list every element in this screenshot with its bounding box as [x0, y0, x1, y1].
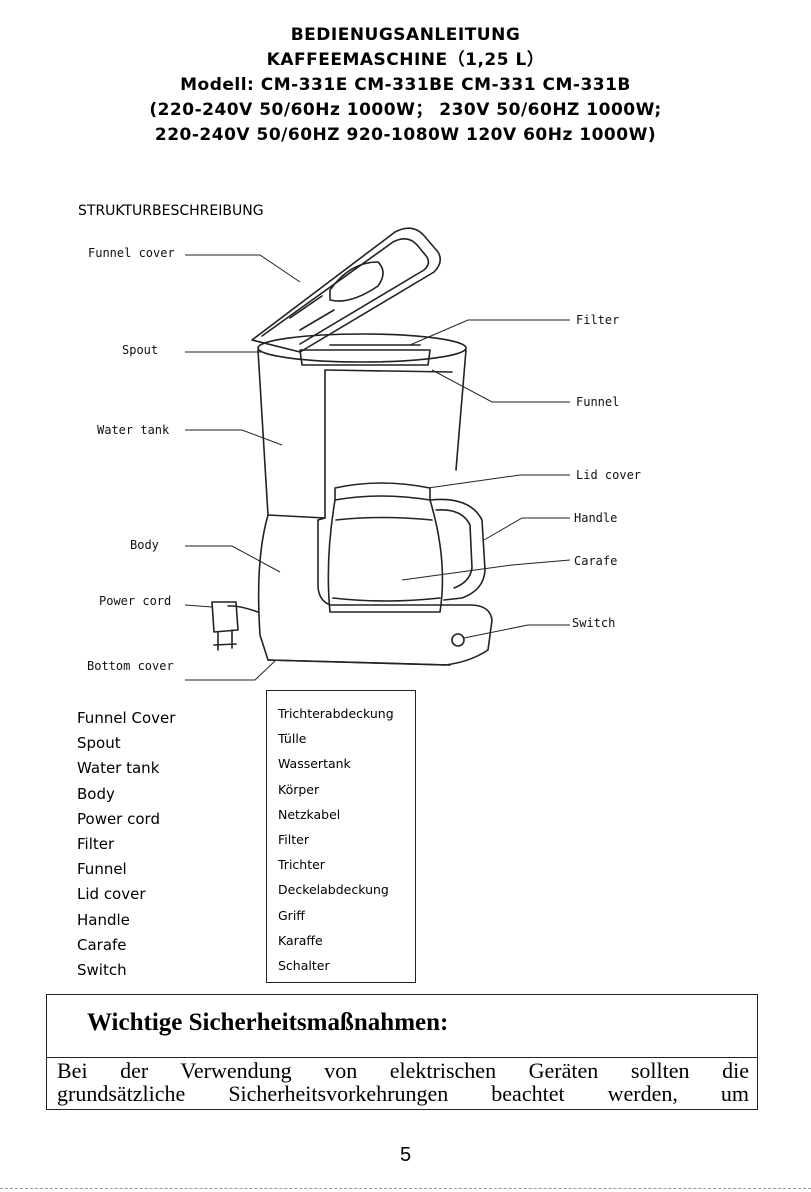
- list-item: Wassertank: [278, 756, 351, 772]
- callout-bottom-cover: Bottom cover: [87, 659, 174, 673]
- callout-funnel: Funnel: [576, 395, 620, 409]
- model-line: Modell: CM-331E CM-331BE CM-331 CM-331B: [180, 75, 631, 95]
- callout-funnel-cover: Funnel cover: [88, 246, 175, 260]
- list-item: Trichterabdeckung: [278, 706, 394, 721]
- funnel-rim-shape: [257, 333, 467, 363]
- safety-title: Wichtige Sicherheitsmaßnahmen:: [87, 1009, 449, 1036]
- safety-text-line-2: grundsätzliche Sicherheitsvorkehrungen b…: [57, 1081, 749, 1106]
- water-tank-shape: [257, 349, 326, 519]
- switch-shape: [451, 633, 465, 647]
- list-item: Netzkabel: [278, 806, 341, 822]
- structure-title: STRUKTURBESCHREIBUNG: [78, 203, 264, 219]
- list-item: Trichter: [278, 857, 325, 873]
- parts-list-german-box: Trichterabdeckung Tülle Wassertank Körpe…: [266, 690, 416, 983]
- power-spec-line-2: 220-240V 50/60HZ 920-1080W 120V 60Hz 100…: [154, 125, 657, 145]
- list-item: Funnel Cover: [77, 709, 176, 727]
- list-item: Schalter: [278, 958, 330, 974]
- carafe-shape: [327, 499, 444, 613]
- list-item: Water tank: [77, 759, 160, 778]
- callout-carafe: Carafe: [574, 554, 618, 568]
- callout-filter: Filter: [576, 313, 620, 327]
- safety-section: Wichtige Sicherheitsmaßnahmen: Bei der V…: [46, 994, 758, 1110]
- callout-power-cord: Power cord: [99, 594, 172, 608]
- divider: [47, 1057, 757, 1058]
- parts-list-german: Trichterabdeckung Tülle Wassertank Körpe…: [278, 701, 394, 978]
- callout-handle: Handle: [574, 511, 618, 525]
- callout-water-tank: Water tank: [97, 423, 170, 437]
- coffee-maker-diagram: [184, 227, 571, 681]
- carafe-lid-shape: [334, 482, 431, 501]
- safety-text: Bei der Verwendung von elektrischen Gerä…: [57, 1059, 749, 1105]
- page-number: 5: [399, 1144, 412, 1166]
- list-item: Switch: [77, 961, 127, 980]
- list-item: Tülle: [278, 731, 307, 747]
- callout-lid-cover: Lid cover: [576, 468, 642, 482]
- list-item: Body: [77, 784, 115, 803]
- callout-switch: Switch: [572, 616, 616, 630]
- callout-spout: Spout: [122, 343, 159, 357]
- page-edge-divider: [0, 1188, 811, 1189]
- handle-shape: [429, 498, 486, 601]
- list-item: Karaffe: [278, 932, 323, 948]
- list-item: Filter: [278, 832, 309, 848]
- callout-body: Body: [130, 538, 159, 552]
- list-item: Spout: [77, 734, 121, 753]
- list-item: Handle: [77, 910, 130, 929]
- parts-list-english: Funnel Cover Spout Water tank Body Power…: [77, 706, 175, 983]
- list-item: Griff: [278, 907, 305, 923]
- funnel-cover-shape: [251, 227, 442, 353]
- body-shape: [257, 514, 493, 666]
- power-spec-line-1: (220-240V 50/60Hz 1000W； 230V 50/60HZ 10…: [149, 100, 662, 120]
- list-item: Carafe: [77, 935, 127, 954]
- power-cord-shape: [227, 605, 259, 613]
- list-item: Lid cover: [77, 885, 146, 904]
- safety-text-line-1: Bei der Verwendung von elektrischen Gerä…: [57, 1058, 749, 1083]
- manual-title: BEDIENUGSANLEITUNG: [290, 25, 521, 45]
- list-item: Filter: [77, 835, 115, 854]
- list-item: Körper: [278, 781, 320, 797]
- list-item: Deckelabdeckung: [278, 882, 389, 898]
- list-item: Funnel: [77, 860, 127, 879]
- list-item: Power cord: [77, 809, 160, 828]
- product-title: KAFFEEMASCHINE（1,25 L）: [266, 50, 545, 70]
